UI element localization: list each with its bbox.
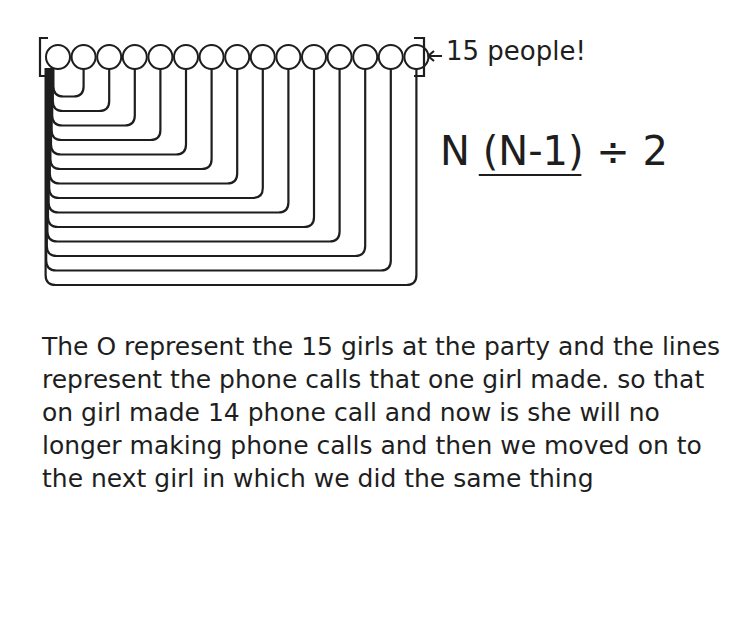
phone-call-lines	[46, 68, 417, 285]
left-bracket	[40, 38, 48, 76]
girl-circle	[225, 45, 249, 69]
call-line	[50, 68, 211, 169]
girl-circles	[46, 45, 428, 69]
call-line	[48, 68, 314, 227]
call-line	[53, 68, 83, 97]
call-line	[52, 68, 135, 126]
girl-circle	[123, 45, 147, 69]
girl-circle	[97, 45, 121, 69]
formula: N (N-1) ÷ 2	[440, 128, 668, 174]
explanation: The O represent the 15 girls at the part…	[42, 330, 732, 495]
girl-circle	[276, 45, 300, 69]
count-note: 15 people!	[446, 36, 586, 66]
call-line	[51, 68, 186, 155]
call-line	[47, 68, 365, 256]
right-bracket	[414, 38, 424, 76]
girl-circle	[148, 45, 172, 69]
girl-circle	[379, 45, 403, 69]
call-line	[52, 68, 161, 140]
girl-circle	[174, 45, 198, 69]
call-line	[49, 68, 263, 198]
girl-circle	[72, 45, 96, 69]
formula-underline	[479, 174, 582, 176]
girl-circle	[353, 45, 377, 69]
pointer-arrow	[428, 51, 442, 61]
call-line	[47, 68, 339, 242]
girl-circle	[328, 45, 352, 69]
girl-circle	[302, 45, 326, 69]
call-line	[49, 68, 289, 213]
girl-circle	[251, 45, 275, 69]
call-line	[50, 68, 237, 184]
girl-circle	[46, 45, 70, 69]
call-line	[46, 68, 417, 285]
call-line	[53, 68, 109, 111]
girl-circle	[200, 45, 224, 69]
call-line	[46, 68, 391, 271]
